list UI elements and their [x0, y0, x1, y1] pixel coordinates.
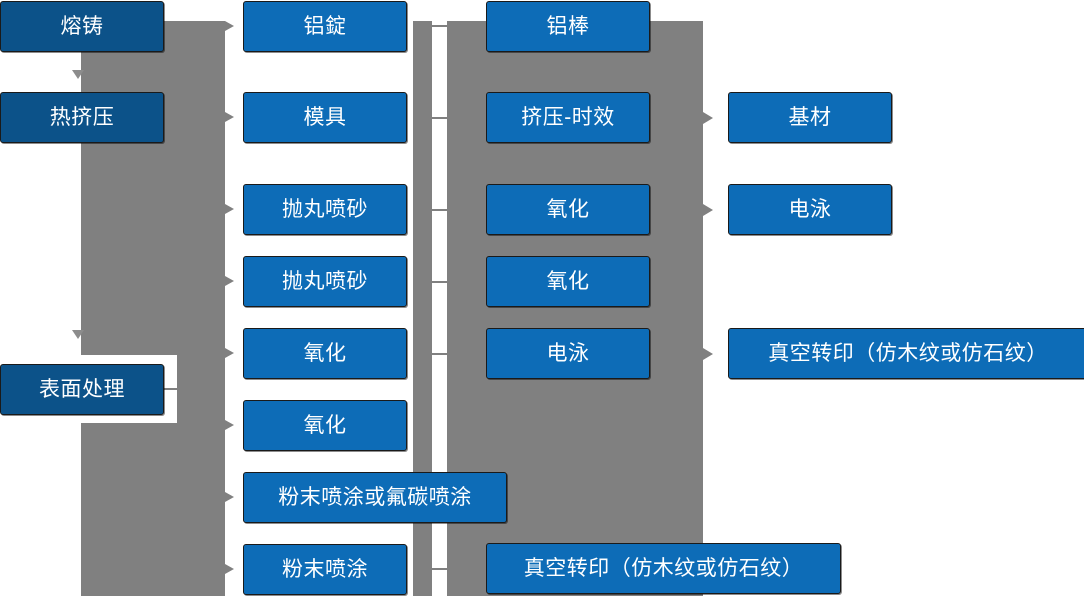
- input-box-aluminum-ingot[interactable]: 铝錠: [243, 1, 407, 52]
- arrowhead-to-shotblast-1: [225, 204, 234, 214]
- process-box-oxidation-2[interactable]: 氧化: [486, 256, 650, 307]
- input-box-oxidation-2[interactable]: 氧化: [243, 400, 407, 451]
- stage-box-surface-treatment[interactable]: 表面处理: [0, 364, 164, 415]
- input-box-powder-spray[interactable]: 粉末喷涂: [243, 544, 407, 595]
- connector-tick-4: [432, 281, 448, 283]
- arrowhead-to-shotblast-2: [225, 276, 234, 286]
- arrowhead-to-oxidation-1: [225, 348, 234, 358]
- connector-tick-3: [432, 209, 448, 211]
- arrowhead-to-ingot: [225, 21, 234, 31]
- process-box-aluminum-bar[interactable]: 铝棒: [486, 1, 650, 52]
- arrowhead-to-oxidation-2: [225, 420, 234, 430]
- connector-tick-5: [432, 353, 448, 355]
- connector-tick-2: [432, 117, 448, 119]
- stage-box-hot-extrusion[interactable]: 热挤压: [0, 92, 164, 143]
- arrowhead-to-powder-coating: [225, 564, 234, 574]
- input-box-powder-or-fluorocarbon-spray[interactable]: 粉末喷涂或氟碳喷涂: [243, 472, 507, 523]
- output-box-vacuum-transfer-print[interactable]: 真空转印（仿木纹或仿石纹）: [728, 328, 1084, 379]
- arrowhead-to-mold: [225, 112, 234, 122]
- arrowhead-to-vacuum-transfer: [703, 348, 713, 360]
- connector-stem-surface-treatment: [164, 388, 180, 390]
- connector-tick-1: [432, 25, 448, 27]
- input-box-shot-blasting-2[interactable]: 抛丸喷砂: [243, 256, 407, 307]
- stage-box-melt-casting[interactable]: 熔铸: [0, 1, 164, 52]
- output-box-substrate[interactable]: 基材: [728, 92, 892, 143]
- input-box-mold[interactable]: 模具: [243, 92, 407, 143]
- arrowhead-down-melt-to-extrude: [72, 70, 84, 79]
- process-box-oxidation-1[interactable]: 氧化: [486, 184, 650, 235]
- connector-band-middle: [413, 21, 432, 596]
- input-box-oxidation-1[interactable]: 氧化: [243, 328, 407, 379]
- arrowhead-to-substrate: [703, 112, 713, 124]
- connector-tick-6: [432, 568, 448, 570]
- arrowhead-to-electrophoresis: [703, 204, 713, 216]
- output-box-electrophoresis[interactable]: 电泳: [728, 184, 892, 235]
- process-box-extrusion-aging[interactable]: 挤压-时效: [486, 92, 650, 143]
- arrowhead-down-extrude-to-surface: [72, 330, 84, 339]
- process-box-vacuum-transfer-print[interactable]: 真空转印（仿木纹或仿石纹）: [486, 543, 841, 594]
- process-box-electrophoresis[interactable]: 电泳: [486, 328, 650, 379]
- arrowhead-to-powder-fluorocarbon: [225, 492, 234, 502]
- input-box-shot-blasting-1[interactable]: 抛丸喷砂: [243, 184, 407, 235]
